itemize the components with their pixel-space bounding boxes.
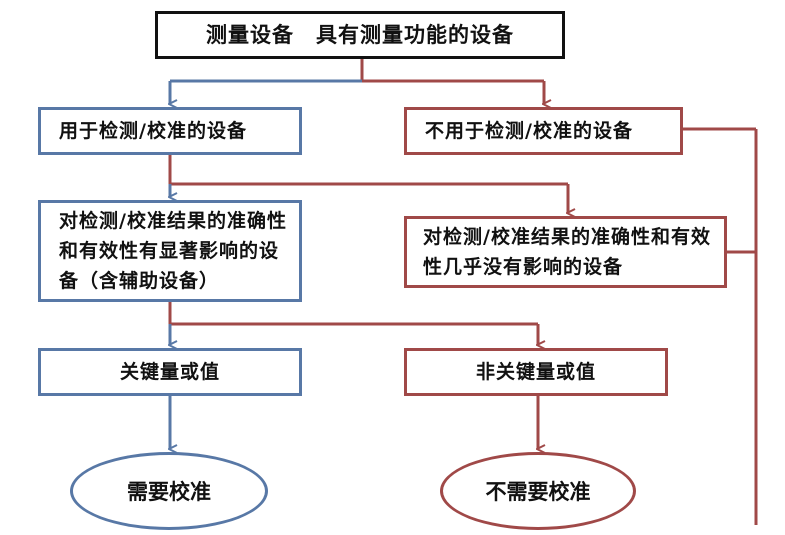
connector-top-split: [170, 59, 544, 104]
needs-calibration-label: 需要校准: [127, 480, 211, 504]
connector-second-split: [170, 155, 568, 213]
needs-calibration-node: 需要校准: [70, 452, 268, 530]
not-used-for-testing-box: 不用于检测/校准的设备: [404, 107, 683, 155]
measuring-equipment-box: 测量设备 具有测量功能的设备: [155, 11, 565, 59]
negligible-effect-box: 对检测/校准结果的准确性和有效性几乎没有影响的设备: [404, 216, 727, 288]
no-calibration-node: 不需要校准: [440, 452, 636, 530]
significant-effect-label: 对检测/校准结果的准确性和有效性有显著影响的设备（含辅助设备）: [59, 210, 287, 292]
measuring-equipment-label: 测量设备 具有测量功能的设备: [206, 23, 514, 47]
key-quantity-label: 关键量或值: [119, 361, 220, 383]
significant-effect-box: 对检测/校准结果的准确性和有效性有显著影响的设备（含辅助设备）: [38, 200, 302, 302]
non-key-quantity-label: 非关键量或值: [475, 361, 596, 383]
no-calibration-label: 不需要校准: [485, 480, 591, 504]
used-for-testing-label: 用于检测/校准的设备: [59, 120, 247, 142]
not-used-for-testing-label: 不用于检测/校准的设备: [425, 120, 633, 142]
key-quantity-box: 关键量或值: [38, 348, 302, 396]
connector-right-bus: [683, 127, 758, 525]
used-for-testing-box: 用于检测/校准的设备: [38, 107, 302, 155]
non-key-quantity-box: 非关键量或值: [404, 348, 668, 396]
connector-third-split: [170, 302, 538, 345]
negligible-effect-label: 对检测/校准结果的准确性和有效性几乎没有影响的设备: [423, 226, 711, 278]
